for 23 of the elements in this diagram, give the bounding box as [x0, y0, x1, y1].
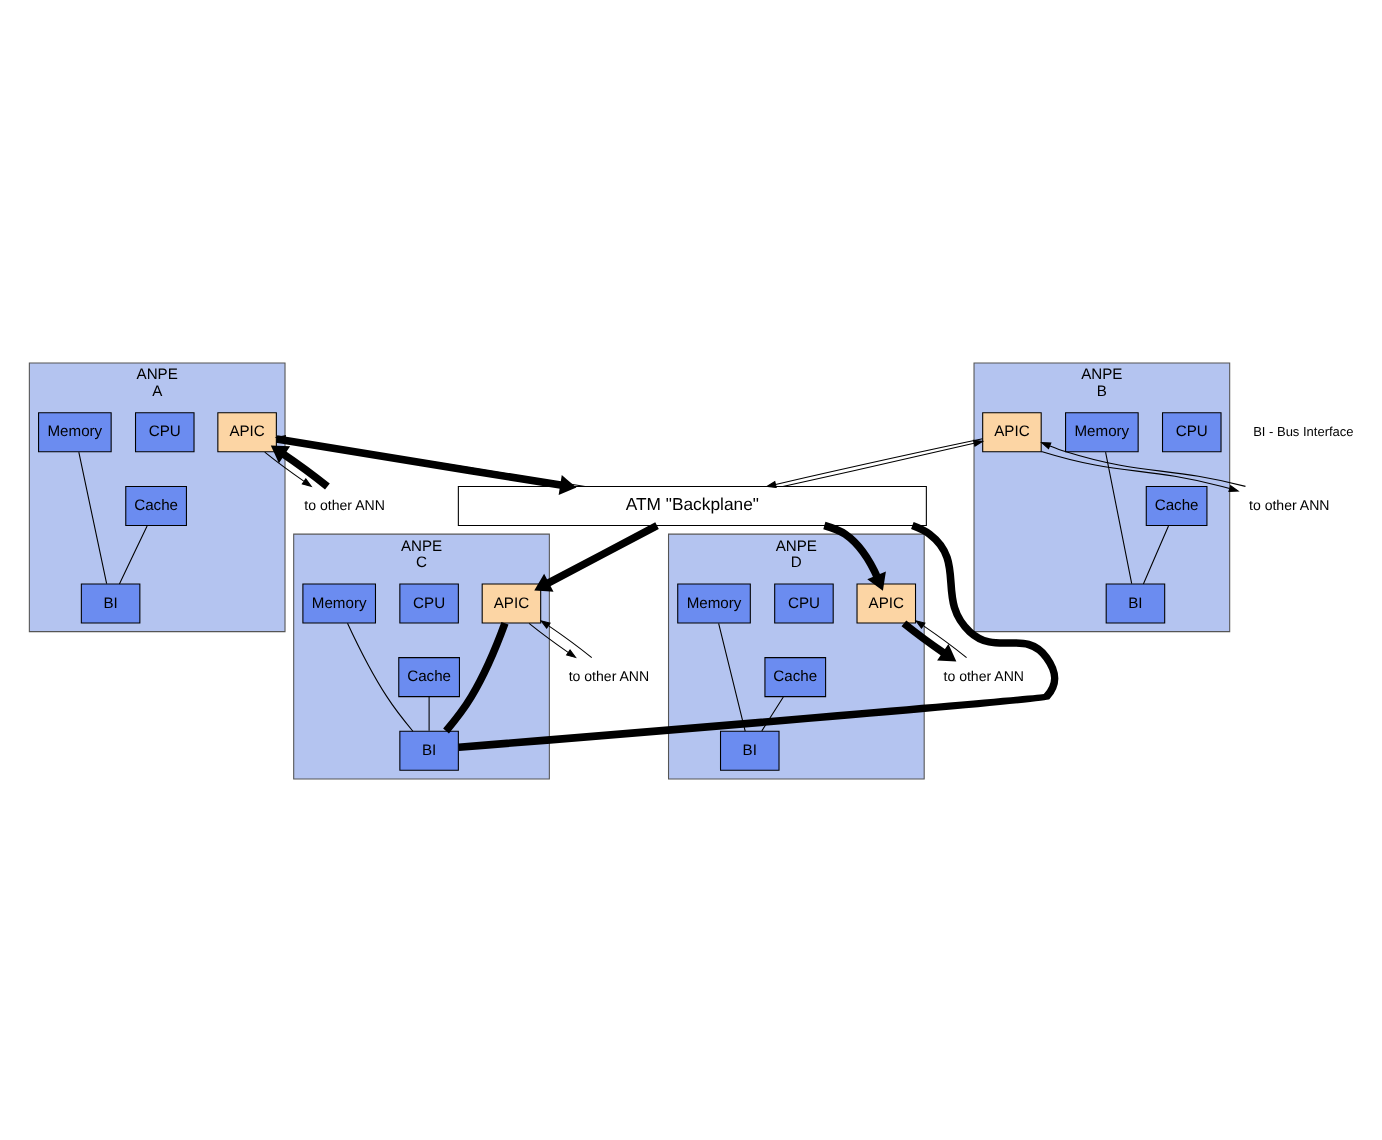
arrow: [270, 444, 330, 489]
arrow: [914, 618, 968, 658]
connector: [1142, 524, 1169, 584]
connector: [78, 450, 108, 584]
arrow: [534, 521, 659, 591]
arrow: [1040, 450, 1240, 492]
arrow: [274, 434, 586, 486]
connector: [346, 621, 414, 731]
arrow: [264, 450, 313, 487]
connector: [458, 521, 1059, 751]
connector: [118, 524, 148, 584]
connector: [443, 620, 509, 733]
arrow: [901, 619, 957, 661]
node-box: ATM "Backplane": [457, 484, 927, 526]
arrow: [1040, 440, 1246, 486]
arrow: [528, 621, 577, 658]
connector: [428, 695, 430, 731]
connector: [718, 621, 746, 731]
connector: [1105, 450, 1133, 584]
arrow: [539, 618, 593, 658]
arrow: [275, 434, 577, 494]
connector: [761, 695, 784, 731]
arrow: [823, 520, 886, 590]
